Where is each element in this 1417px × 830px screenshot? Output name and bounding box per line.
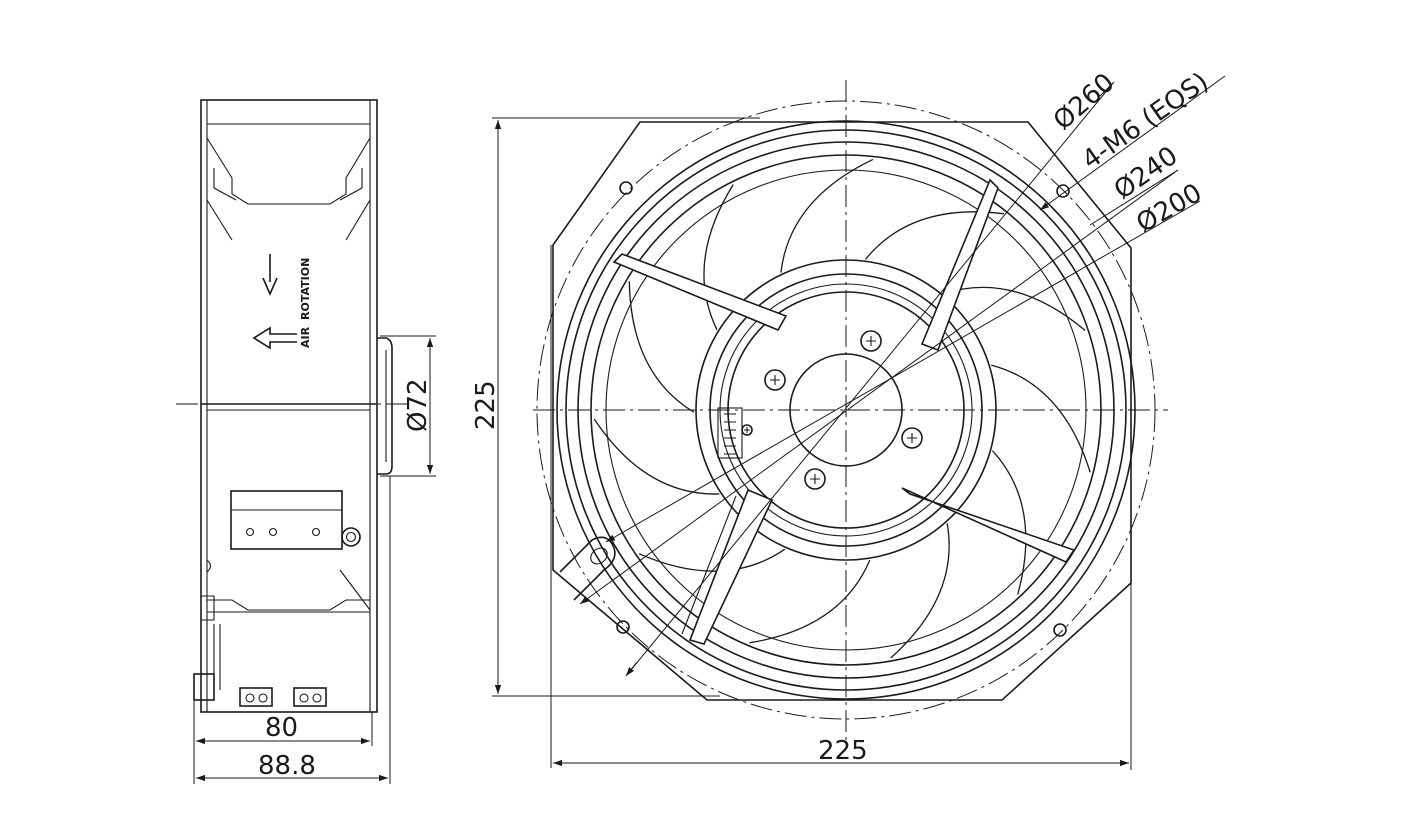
cable-outlet [559,536,616,601]
dim-hub-diameter: Ø72 [403,378,433,432]
impeller-blade [991,450,1027,595]
housing-outline [552,121,1132,701]
impeller-blade [593,418,720,495]
side-lower-flange [207,599,370,611]
label-rotation: ROTATION [299,258,312,320]
callout-outer-ring: Ø260 [1048,68,1121,137]
hub-terminal-block [717,407,743,459]
strut-lower-left [688,488,774,645]
dim-overall-depth: 88.8 [258,751,316,781]
diameter-leaders [579,75,1226,677]
impeller-blade [638,548,786,572]
dim-width: 225 [818,736,868,766]
side-hub-bump [377,337,393,475]
impeller-blade [628,281,695,413]
impeller-blade [703,184,734,330]
air-rotation-arrows [252,254,297,350]
cable-gland [341,527,361,547]
label-air: AIR [299,326,312,348]
connector-block-1 [239,687,273,707]
strut-upper-left [612,253,788,332]
strut-upper-right [920,178,999,352]
impeller-blades [593,158,1091,659]
connector-block-2 [293,687,327,707]
impeller-blade [991,364,1091,473]
side-upper-flange [206,137,371,205]
support-struts [612,178,1076,645]
front-view: Ø260 4-M6 (EQS) Ø240 Ø200 225 225 [471,67,1226,770]
side-view: AIR ROTATION Ø72 8 [176,99,436,784]
side-frame-outline [200,99,378,713]
impeller-blade [780,158,874,273]
terminal-box [230,490,343,550]
dim-height: 225 [471,380,501,430]
strut-lower-right [901,487,1076,564]
mounting-holes [616,181,1070,637]
impeller-blade [749,559,871,644]
hub-screws [741,330,923,490]
dim-depth: 80 [265,713,298,743]
impeller-blade [890,523,950,659]
